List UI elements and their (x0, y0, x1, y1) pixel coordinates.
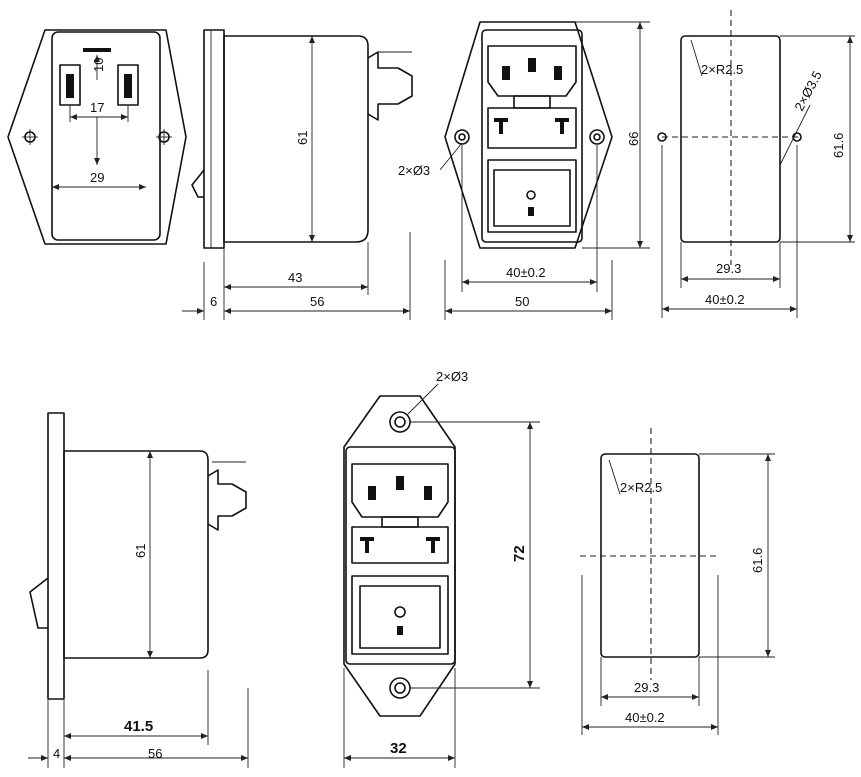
flange (47, 412, 65, 700)
iec-inlet (487, 45, 577, 97)
side-body (223, 35, 369, 243)
panel-cutout-1: 2×R2.5 2×Ø3.5 61.6 29.3 40±0.2 (657, 10, 855, 318)
dim-flange: 4 (53, 746, 60, 761)
tab-connector (367, 51, 413, 121)
side-view-2: 61 41.5 4 56 (28, 412, 249, 768)
dim-flange-width: 50 (515, 294, 529, 309)
radius-callout: 2×R2.5 (701, 62, 743, 77)
dim-cutout-height: 61.6 (831, 133, 846, 158)
dim-pin-span: 17 (90, 100, 104, 115)
dim-total-depth: 56 (148, 746, 162, 761)
dim-pin-gap: 10 (91, 58, 106, 72)
front-view-socket-2: 2×Ø3 72 32 (343, 369, 540, 768)
hole-callout: 2×Ø3.5 (791, 68, 824, 113)
dim-socket-width: 32 (390, 740, 407, 757)
rocker-switch (191, 169, 205, 198)
body-outline (481, 29, 583, 243)
radius-callout: 2×R2.5 (620, 480, 662, 495)
tab-connector (207, 469, 247, 531)
switch-frame (487, 159, 577, 233)
dim-socket-height: 66 (626, 132, 641, 146)
mount-hole-right (589, 129, 605, 145)
iec-inlet (351, 463, 449, 518)
hole-callout: 2×Ø3 (398, 163, 430, 178)
side-view-1: 61 43 6 56 (182, 29, 413, 320)
rocker-switch (359, 585, 441, 649)
hole-callout: 2×Ø3 (436, 369, 468, 384)
dim-side-height: 61 (295, 131, 310, 145)
fuse-drawer (351, 526, 449, 564)
dim-body-depth: 43 (288, 270, 302, 285)
cutout-hole-left (657, 132, 667, 142)
mount-hole-left (454, 129, 470, 145)
side-body (63, 450, 209, 659)
flange-outline (343, 395, 456, 717)
dim-flange: 6 (210, 294, 217, 309)
dim-total-depth: 56 (310, 294, 324, 309)
dim-hole-spacing: 40±0.2 (625, 710, 665, 725)
dim-cutout-height: 61.6 (750, 548, 765, 573)
rocker-switch (493, 169, 571, 227)
flange (203, 29, 225, 249)
top-bar (83, 48, 111, 52)
dim-body-width: 29 (90, 170, 104, 185)
dim-body-depth: 41.5 (124, 718, 153, 735)
rocker-switch (29, 577, 49, 629)
mount-hole-top (389, 411, 411, 433)
panel-cutout-2: 2×R2.5 61.6 29.3 40±0.2 (580, 428, 775, 735)
flange-outline (7, 29, 187, 245)
switch-frame (351, 575, 449, 655)
mount-hole-bottom (389, 677, 411, 699)
body-outline (51, 31, 161, 241)
dim-socket-height: 72 (511, 545, 528, 562)
cutout-hole-right (792, 132, 802, 142)
front-view-wide-flange: 10 17 29 (7, 29, 187, 245)
dim-cutout-width: 29.3 (634, 680, 659, 695)
front-view-socket-1: 2×Ø3 66 40±0.2 50 (398, 21, 650, 320)
body-outline (345, 446, 456, 665)
dim-side-height: 61 (133, 544, 148, 558)
dim-hole-spacing: 40±0.2 (705, 292, 745, 307)
dim-cutout-width: 29.3 (716, 261, 741, 276)
dim-hole-spacing: 40±0.2 (506, 265, 546, 280)
